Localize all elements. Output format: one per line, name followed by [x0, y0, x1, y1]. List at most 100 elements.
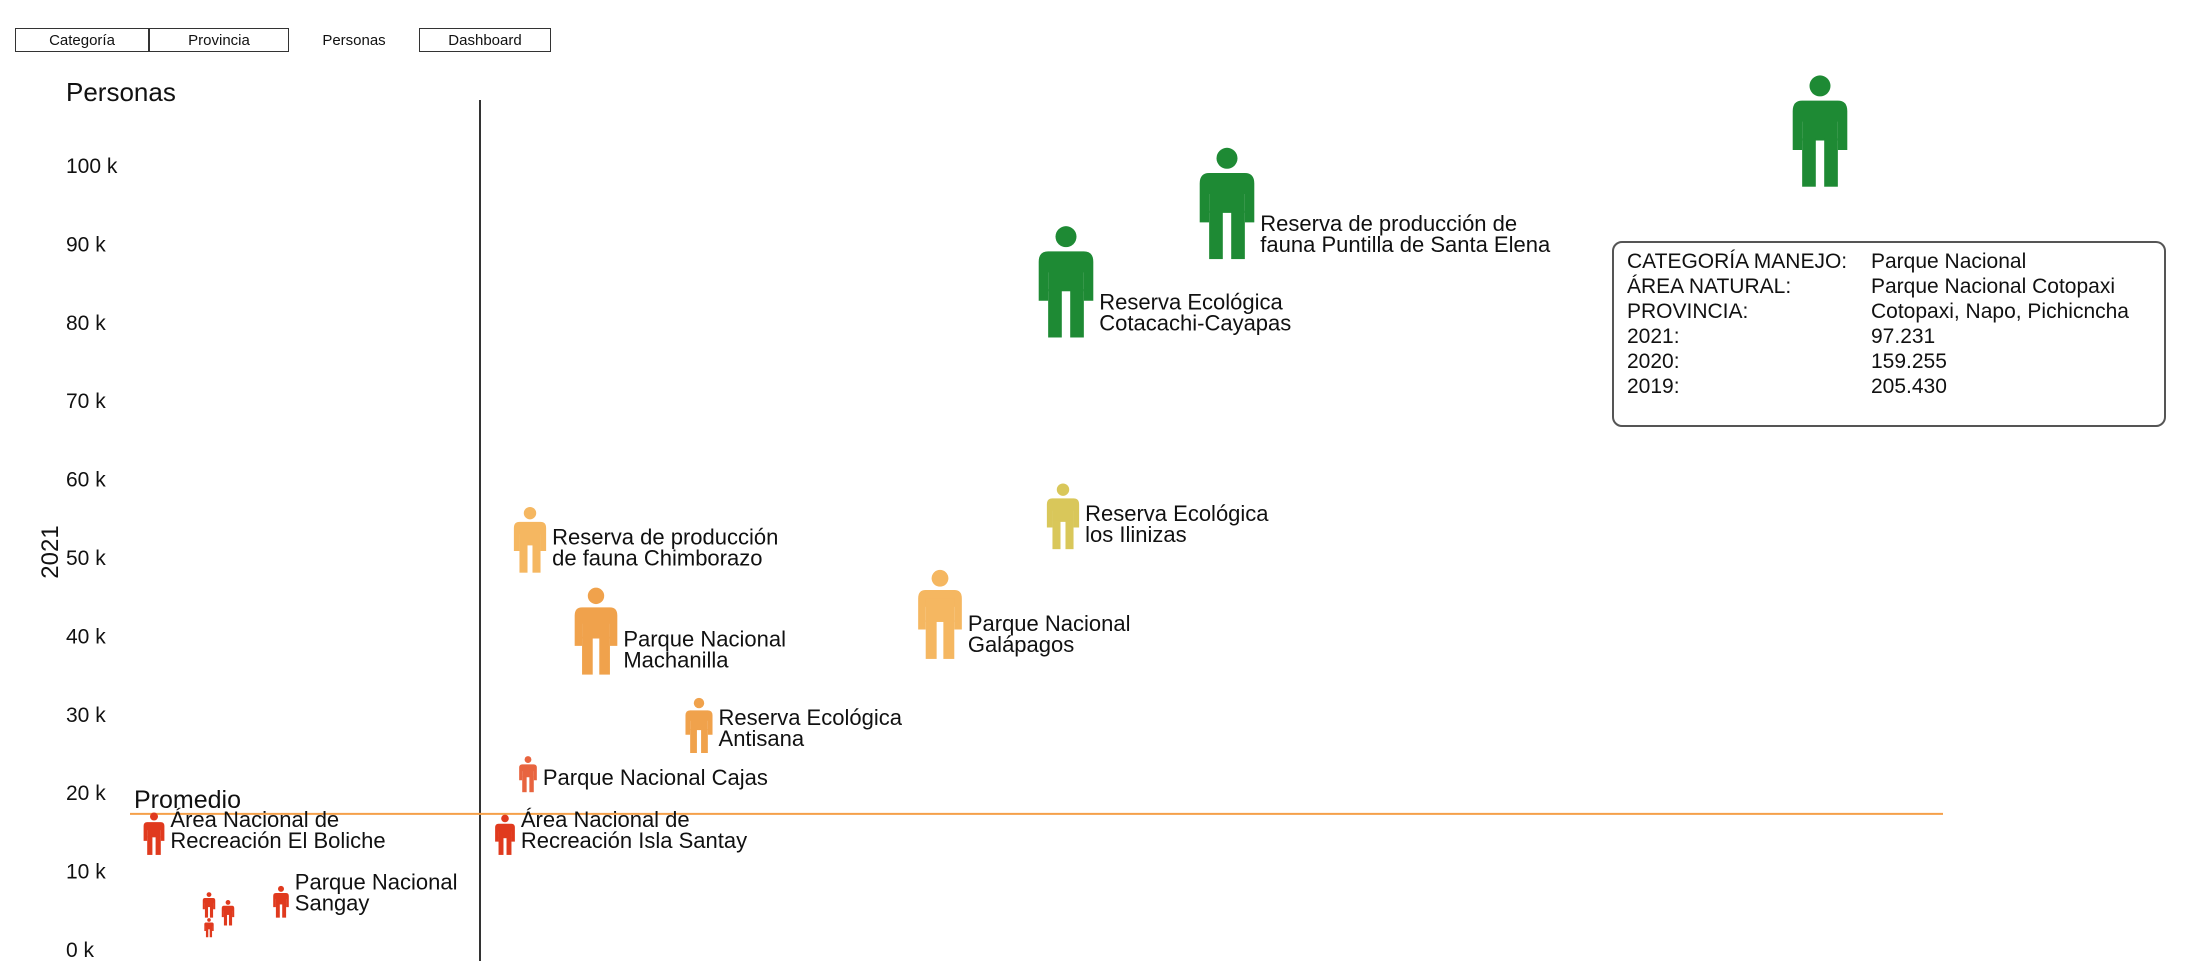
- point-label-line: Cotacachi-Cayapas: [1099, 310, 1291, 335]
- data-point[interactable]: [221, 900, 235, 926]
- y-tick-label: 80 k: [66, 312, 106, 335]
- data-point[interactable]: Parque Nacional Cajas: [519, 756, 768, 793]
- point-label-line: Sangay: [295, 891, 370, 916]
- y-tick-label: 20 k: [66, 782, 106, 805]
- tooltip-value: Parque Nacional Cotopaxi: [1871, 275, 2115, 298]
- point-label-line: Antisana: [719, 726, 805, 751]
- detail-tooltip: CATEGORÍA MANEJO: Parque Nacional ÁREA NA…: [1612, 241, 2166, 427]
- point-label-line: Parque Nacional: [968, 611, 1131, 636]
- person-icon[interactable]: [1199, 147, 1255, 260]
- tooltip-label: CATEGORÍA MANEJO:: [1627, 250, 1848, 273]
- y-tick-label: 90 k: [66, 233, 106, 256]
- person-icon[interactable]: [1038, 226, 1094, 338]
- person-icon[interactable]: [202, 892, 216, 918]
- point-label-line: de fauna Chimborazo: [552, 546, 762, 571]
- tab-categoria[interactable]: Categoría: [15, 28, 149, 52]
- point-label-line: Parque Nacional Cajas: [543, 765, 768, 790]
- person-icon[interactable]: [204, 918, 214, 938]
- person-icon[interactable]: [143, 812, 165, 855]
- point-label-line: Recreación El Boliche: [170, 828, 385, 853]
- point-label-line: Recreación Isla Santay: [521, 828, 747, 853]
- person-icon[interactable]: [221, 900, 235, 926]
- point-label-line: Machanilla: [623, 648, 729, 673]
- y-tick-label: 0 k: [66, 939, 95, 961]
- tooltip-value: 159.255: [1871, 350, 1947, 373]
- tooltip-value: Parque Nacional: [1871, 250, 2027, 273]
- average-label: Promedio: [134, 786, 241, 814]
- point-label-line: Área Nacional de: [170, 807, 339, 832]
- tooltip-row: 2019: 205.430: [1627, 374, 2164, 399]
- y-tick-label: 30 k: [66, 704, 106, 727]
- data-point[interactable]: [204, 918, 214, 938]
- view-tabs: Categoría Provincia Personas Dashboard: [15, 28, 551, 52]
- point-label-line: Reserva Ecológica: [1099, 289, 1283, 314]
- point-label-line: Galápagos: [968, 632, 1074, 657]
- point-label-line: fauna Puntilla de Santa Elena: [1260, 232, 1551, 257]
- data-point[interactable]: [1792, 75, 1848, 187]
- y-axis-label: 2021: [37, 525, 64, 578]
- y-tick-label: 50 k: [66, 547, 106, 570]
- point-label-line: Reserva de producción: [552, 525, 778, 550]
- person-icon[interactable]: [574, 587, 618, 675]
- person-icon[interactable]: [513, 506, 547, 573]
- tooltip-label: ÁREA NATURAL:: [1627, 275, 1792, 298]
- tab-personas[interactable]: Personas: [289, 28, 419, 52]
- tooltip-value: Cotopaxi, Napo, Pichicncha: [1871, 300, 2129, 323]
- tooltip-row: 2020: 159.255: [1627, 349, 2164, 374]
- y-tick-label: 10 k: [66, 861, 106, 884]
- point-label-line: Parque Nacional: [623, 627, 786, 652]
- tooltip-label: 2019:: [1627, 375, 1680, 398]
- tooltip-row: ÁREA NATURAL: Parque Nacional Cotopaxi: [1627, 274, 2164, 299]
- tooltip-label: 2021:: [1627, 325, 1680, 348]
- person-icon[interactable]: [685, 697, 713, 753]
- point-label-line: Parque Nacional: [295, 870, 458, 895]
- person-icon[interactable]: [273, 885, 289, 918]
- person-icon[interactable]: [1046, 483, 1080, 550]
- point-label-line: Reserva Ecológica: [719, 705, 903, 730]
- tooltip-row: 2021: 97.231: [1627, 324, 2164, 349]
- point-label-line: Reserva de producción de: [1260, 211, 1517, 236]
- tooltip-row: CATEGORÍA MANEJO: Parque Nacional: [1627, 249, 2164, 274]
- point-label: Parque Nacional Cajas: [543, 765, 768, 790]
- tooltip-label: PROVINCIA:: [1627, 300, 1749, 323]
- tooltip-label: 2020:: [1627, 350, 1680, 373]
- person-icon[interactable]: [918, 569, 962, 659]
- point-label-line: Reserva Ecológica: [1085, 501, 1269, 526]
- y-tick-label: 60 k: [66, 469, 106, 492]
- point-label-line: Área Nacional de: [521, 807, 690, 832]
- tooltip-value: 205.430: [1871, 375, 1947, 398]
- tooltip-row: PROVINCIA: Cotopaxi, Napo, Pichicncha: [1627, 299, 2164, 324]
- tab-provincia[interactable]: Provincia: [149, 28, 289, 52]
- tooltip-value: 97.231: [1871, 325, 1936, 348]
- person-icon[interactable]: [519, 756, 537, 793]
- chart-title: Personas: [66, 77, 176, 107]
- y-tick-label: 70 k: [66, 390, 106, 413]
- person-icon[interactable]: [495, 814, 515, 855]
- tab-dashboard[interactable]: Dashboard: [419, 28, 551, 52]
- point-label-line: los Ilinizas: [1085, 522, 1186, 547]
- data-point[interactable]: [202, 892, 216, 918]
- person-icon[interactable]: [1792, 75, 1848, 187]
- y-tick-label: 40 k: [66, 625, 106, 648]
